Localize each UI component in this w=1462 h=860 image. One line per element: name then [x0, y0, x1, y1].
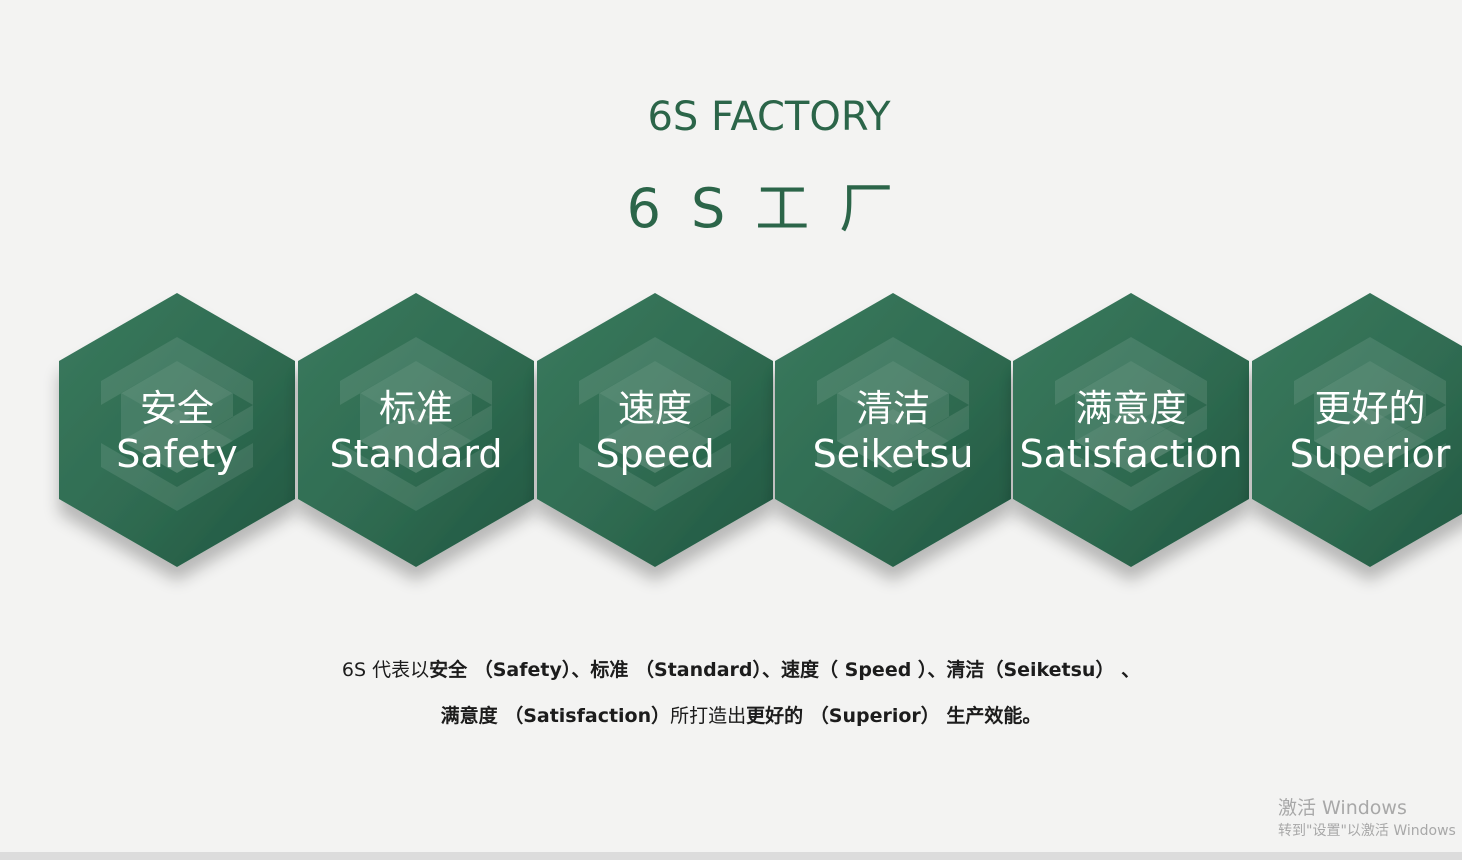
hexagon-label-chinese: 安全: [140, 387, 214, 430]
hexagon-label: 标准 Standard: [278, 387, 554, 477]
description-segment: （Superior）: [803, 705, 947, 727]
hexagon-label-chinese: 标准: [379, 387, 453, 430]
activation-watermark-title: 激活 Windows: [1278, 797, 1407, 819]
description-segment: （Standard）、: [628, 659, 782, 681]
bottom-edge: [0, 852, 1462, 860]
description-segment: 满意度: [440, 705, 498, 727]
hexagon-label: 更好的 Superior: [1232, 387, 1462, 477]
hexagon-safety: 安全 Safety: [59, 293, 295, 567]
hexagon-label: 速度 Speed: [517, 387, 793, 477]
hexagon-superior: 更好的 Superior: [1252, 293, 1462, 567]
description-segment: （Safety）、: [467, 659, 591, 681]
description-segment: （ Speed ）、: [819, 659, 947, 681]
description-line-2: 满意度 （Satisfaction）所打造出更好的 （Superior） 生产效…: [0, 701, 1462, 728]
description-line-1: 6S 代表以安全 （Safety）、标准 （Standard）、速度（ Spee…: [0, 655, 1462, 682]
hexagon-label-english: Superior: [1289, 432, 1451, 476]
hexagon-speed: 速度 Speed: [537, 293, 773, 567]
hexagon-label-chinese: 更好的: [1314, 387, 1426, 430]
description-segment: 速度: [781, 659, 820, 681]
description-segment: 所打造出: [670, 705, 747, 727]
hexagon-label-chinese: 清洁: [856, 387, 930, 430]
hexagon-label-english: Satisfaction: [1019, 432, 1243, 476]
hexagon-label-english: Standard: [329, 432, 503, 476]
hexagon-label: 安全 Safety: [39, 387, 315, 477]
hexagon-label-chinese: 满意度: [1075, 387, 1187, 430]
description-segment: （Satisfaction）: [497, 705, 671, 727]
description-segment: （Seiketsu） 、: [984, 659, 1141, 681]
hexagon-satisfaction: 满意度 Satisfaction: [1013, 293, 1249, 567]
description-segment: 安全: [429, 659, 468, 681]
description-segment: 标准: [590, 659, 629, 681]
hexagon-label-english: Seiketsu: [812, 432, 974, 476]
description-segment: 清洁: [946, 659, 985, 681]
description-segment: 更好的: [746, 705, 804, 727]
hexagon-standard: 标准 Standard: [298, 293, 534, 567]
hexagon-label-english: Speed: [595, 432, 715, 476]
description-segment: 生产效能。: [946, 705, 1042, 727]
title-chinese: 6S工厂: [626, 177, 924, 240]
hexagon-label-chinese: 速度: [618, 387, 692, 430]
title-english: 6S FACTORY: [647, 94, 891, 140]
description-segment: 6S 代表以: [341, 659, 430, 681]
activation-watermark-hint: 转到"设置"以激活 Windows: [1278, 823, 1456, 839]
hexagon-label-english: Safety: [116, 432, 238, 476]
hexagon-label: 清洁 Seiketsu: [755, 387, 1031, 477]
hexagon-seiketsu: 清洁 Seiketsu: [775, 293, 1011, 567]
hexagon-label: 满意度 Satisfaction: [993, 387, 1269, 477]
